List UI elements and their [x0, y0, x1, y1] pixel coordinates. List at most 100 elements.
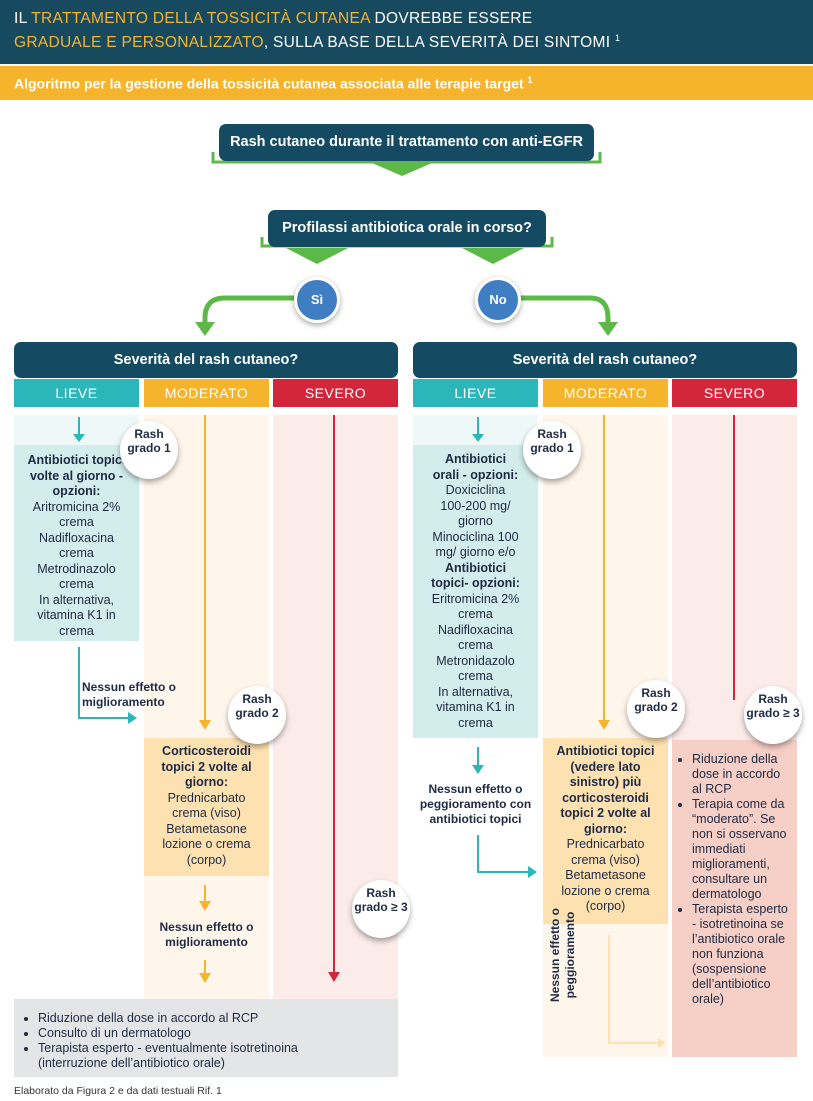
text-line: crema — [458, 715, 493, 730]
arrow-down-green — [462, 248, 524, 264]
text-line: vitamina K1 in — [436, 700, 515, 714]
text-line: Nessun effetto o — [159, 920, 254, 934]
text-line: (corpo) — [585, 899, 626, 913]
text-line: crema — [59, 623, 94, 638]
text-line: crema — [458, 607, 493, 621]
text-line: crema — [59, 546, 94, 560]
text-line: Antibiotici topici — [556, 744, 655, 758]
text-line: Nessun effetto o — [82, 680, 177, 694]
text-line: miglioramento — [82, 695, 165, 709]
text-line: vitamina K1 in — [37, 608, 116, 622]
header-line-2: GRADUALE E PERSONALIZZATO, SULLA BASE DE… — [14, 33, 620, 52]
text-line: In alternativa, — [38, 592, 115, 607]
subtitle-text: Algoritmo per la gestione della tossicit… — [14, 75, 524, 92]
text-line: Betametasone — [166, 821, 247, 836]
bullet-item-continued: (interruzione dell’antibiotico orale) — [38, 1056, 225, 1070]
bullet-item: Riduzione della dose in accordo al RCP — [692, 752, 792, 797]
text-line: crema — [458, 638, 493, 652]
text-line: Nadifloxacina — [437, 622, 514, 637]
text-line: (corpo) — [186, 852, 227, 867]
bullet-item: Terapista esperto - isotretinoina se l’a… — [692, 902, 792, 1007]
text-line: miglioramento — [165, 935, 248, 949]
header-line-1: IL TRATTAMENTO DELLA TOSSICITÀ CUTANEA D… — [14, 10, 532, 28]
text-line: orali - opzioni: — [432, 467, 519, 482]
text-line: antibiotici topici — [429, 812, 522, 826]
text-line: Prednicarbato — [167, 790, 246, 805]
header-text: IL — [14, 10, 27, 27]
rash-egfr-box: Rash cutaneo durante il trattamento con … — [219, 124, 594, 161]
text-line: lozione o crema — [162, 837, 251, 851]
left-branch-arrows — [73, 415, 340, 983]
arrow-head — [658, 1038, 666, 1048]
rash-grade: grado 1 — [530, 441, 574, 455]
text-line: Nessun effetto o — [428, 782, 523, 796]
subtitle-footnote-ref: 1 — [527, 75, 533, 85]
text-line: Aritromicina 2% — [32, 499, 121, 514]
text-line: topici 2 volte al — [161, 759, 252, 774]
text-line: Antibiotici topici — [27, 453, 126, 467]
arrow-head — [73, 434, 85, 442]
severity-header-right: Severità del rash cutaneo? — [413, 342, 797, 378]
text-line: peggioramento con — [419, 797, 532, 811]
footer-note: Elaborato da Figura 2 e da dati testuali… — [14, 1085, 222, 1097]
arrow-head — [528, 866, 537, 878]
level-mild-left: LIEVE — [14, 379, 139, 407]
severe-treatment-box-right: Riduzione della dose in accordo al RCP T… — [672, 740, 797, 1057]
text-line: mg/ giorno e/o — [435, 545, 516, 559]
arrow-head — [199, 973, 211, 983]
text-line: giorno: — [184, 775, 229, 789]
bullet-item: Riduzione della dose in accordo al RCP — [38, 1011, 398, 1026]
text-line: 100-200 mg/ — [440, 498, 511, 513]
arrow-head — [199, 720, 211, 730]
no-badge: No — [475, 277, 521, 323]
no-effect-label-right: Nessun effetto o peggioramento con antib… — [413, 782, 538, 827]
text-line: topici 2 volte al — [560, 806, 651, 820]
mild-treatment-box — [14, 445, 139, 641]
text-line: Metronidazolo — [436, 653, 515, 668]
bracket-top — [211, 152, 602, 164]
rash-grade: grado ≥ 3 — [746, 706, 800, 720]
arrow-down-green — [195, 322, 215, 336]
text-line: corticosteroidi — [562, 790, 649, 805]
header-text: DOVREBBE ESSERE — [374, 10, 533, 27]
mild-column-bg — [413, 415, 538, 445]
text-line: Antibiotici — [444, 452, 507, 466]
header-highlight: TRATTAMENTO DELLA TOSSICITÀ CUTANEA — [31, 10, 370, 27]
mild-to-moderate-arrow — [78, 647, 130, 719]
rash-grade: grado 2 — [235, 706, 279, 720]
arrow-down-green — [598, 322, 618, 336]
arrow-down-green — [372, 163, 432, 176]
no-effect-label-left-1: Nessun effetto o miglioramento — [82, 680, 192, 710]
header-text: , SULLA BASE DELLA SEVERITÀ DEI SINTOMI — [263, 34, 611, 52]
mild-treatment-box-right — [413, 445, 538, 738]
mild-to-moderate-arrow — [477, 835, 530, 873]
prophylaxis-question-box: Profilassi antibiotica orale in corso? — [268, 210, 546, 247]
text-line: giorno — [458, 514, 493, 528]
bullet-item: Terapia come da “moderato”. Se non si os… — [692, 797, 792, 902]
text-line: Nessun effetto o — [548, 908, 562, 1003]
text-line: volte al giorno - — [29, 468, 124, 483]
yes-badge: Sì — [294, 277, 340, 323]
text-line: Minociclina 100 — [432, 529, 519, 544]
rash-word: Rash — [758, 692, 788, 706]
text-line: lozione o crema — [561, 883, 650, 898]
text-line: Eritromicina 2% — [431, 591, 520, 606]
text-line: crema (viso) — [172, 806, 241, 820]
mild-treatment-text-right: Antibiotici orali - opzioni: Doxiciclina… — [413, 452, 538, 731]
level-moderate-left: MODERATO — [144, 379, 269, 407]
bullet-item: Consulto di un dermatologo — [38, 1026, 398, 1041]
rash-word: Rash — [242, 692, 272, 706]
arrow-head — [472, 765, 484, 774]
header-footnote-ref: 1 — [614, 33, 621, 43]
left-outcome-box: Riduzione della dose in accordo al RCP C… — [14, 999, 398, 1077]
moderate-treatment-text-right: Antibiotici topici (vedere lato sinistro… — [543, 744, 668, 915]
level-moderate-right: MODERATO — [543, 379, 668, 407]
rash-grade: grado ≥ 3 — [354, 900, 408, 914]
text-line: Doxiciclina — [445, 483, 506, 497]
text-line: opzioni: — [52, 484, 101, 498]
text-line: crema — [59, 577, 94, 591]
arrow-head — [328, 972, 340, 982]
